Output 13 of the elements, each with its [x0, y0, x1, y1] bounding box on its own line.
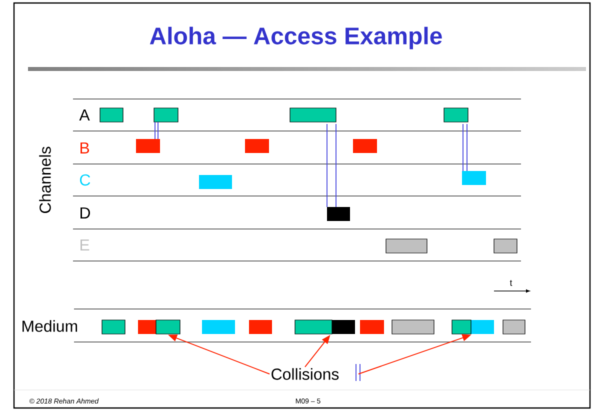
collisions-label: Collisions [272, 368, 339, 380]
channel-label: B [80, 142, 90, 154]
row-label: Medium [22, 320, 78, 332]
channel-label: D [80, 208, 90, 218]
title: Aloha — Access Example [150, 26, 442, 50]
channel-label: E [80, 239, 90, 250]
data-frame [294, 320, 332, 334]
axis-label: t [510, 280, 512, 286]
data-frame [156, 320, 180, 334]
channel-label: C [80, 174, 90, 186]
data-frame [452, 320, 472, 334]
channel-label: A [79, 110, 90, 120]
axis-label: Channels [39, 146, 51, 213]
